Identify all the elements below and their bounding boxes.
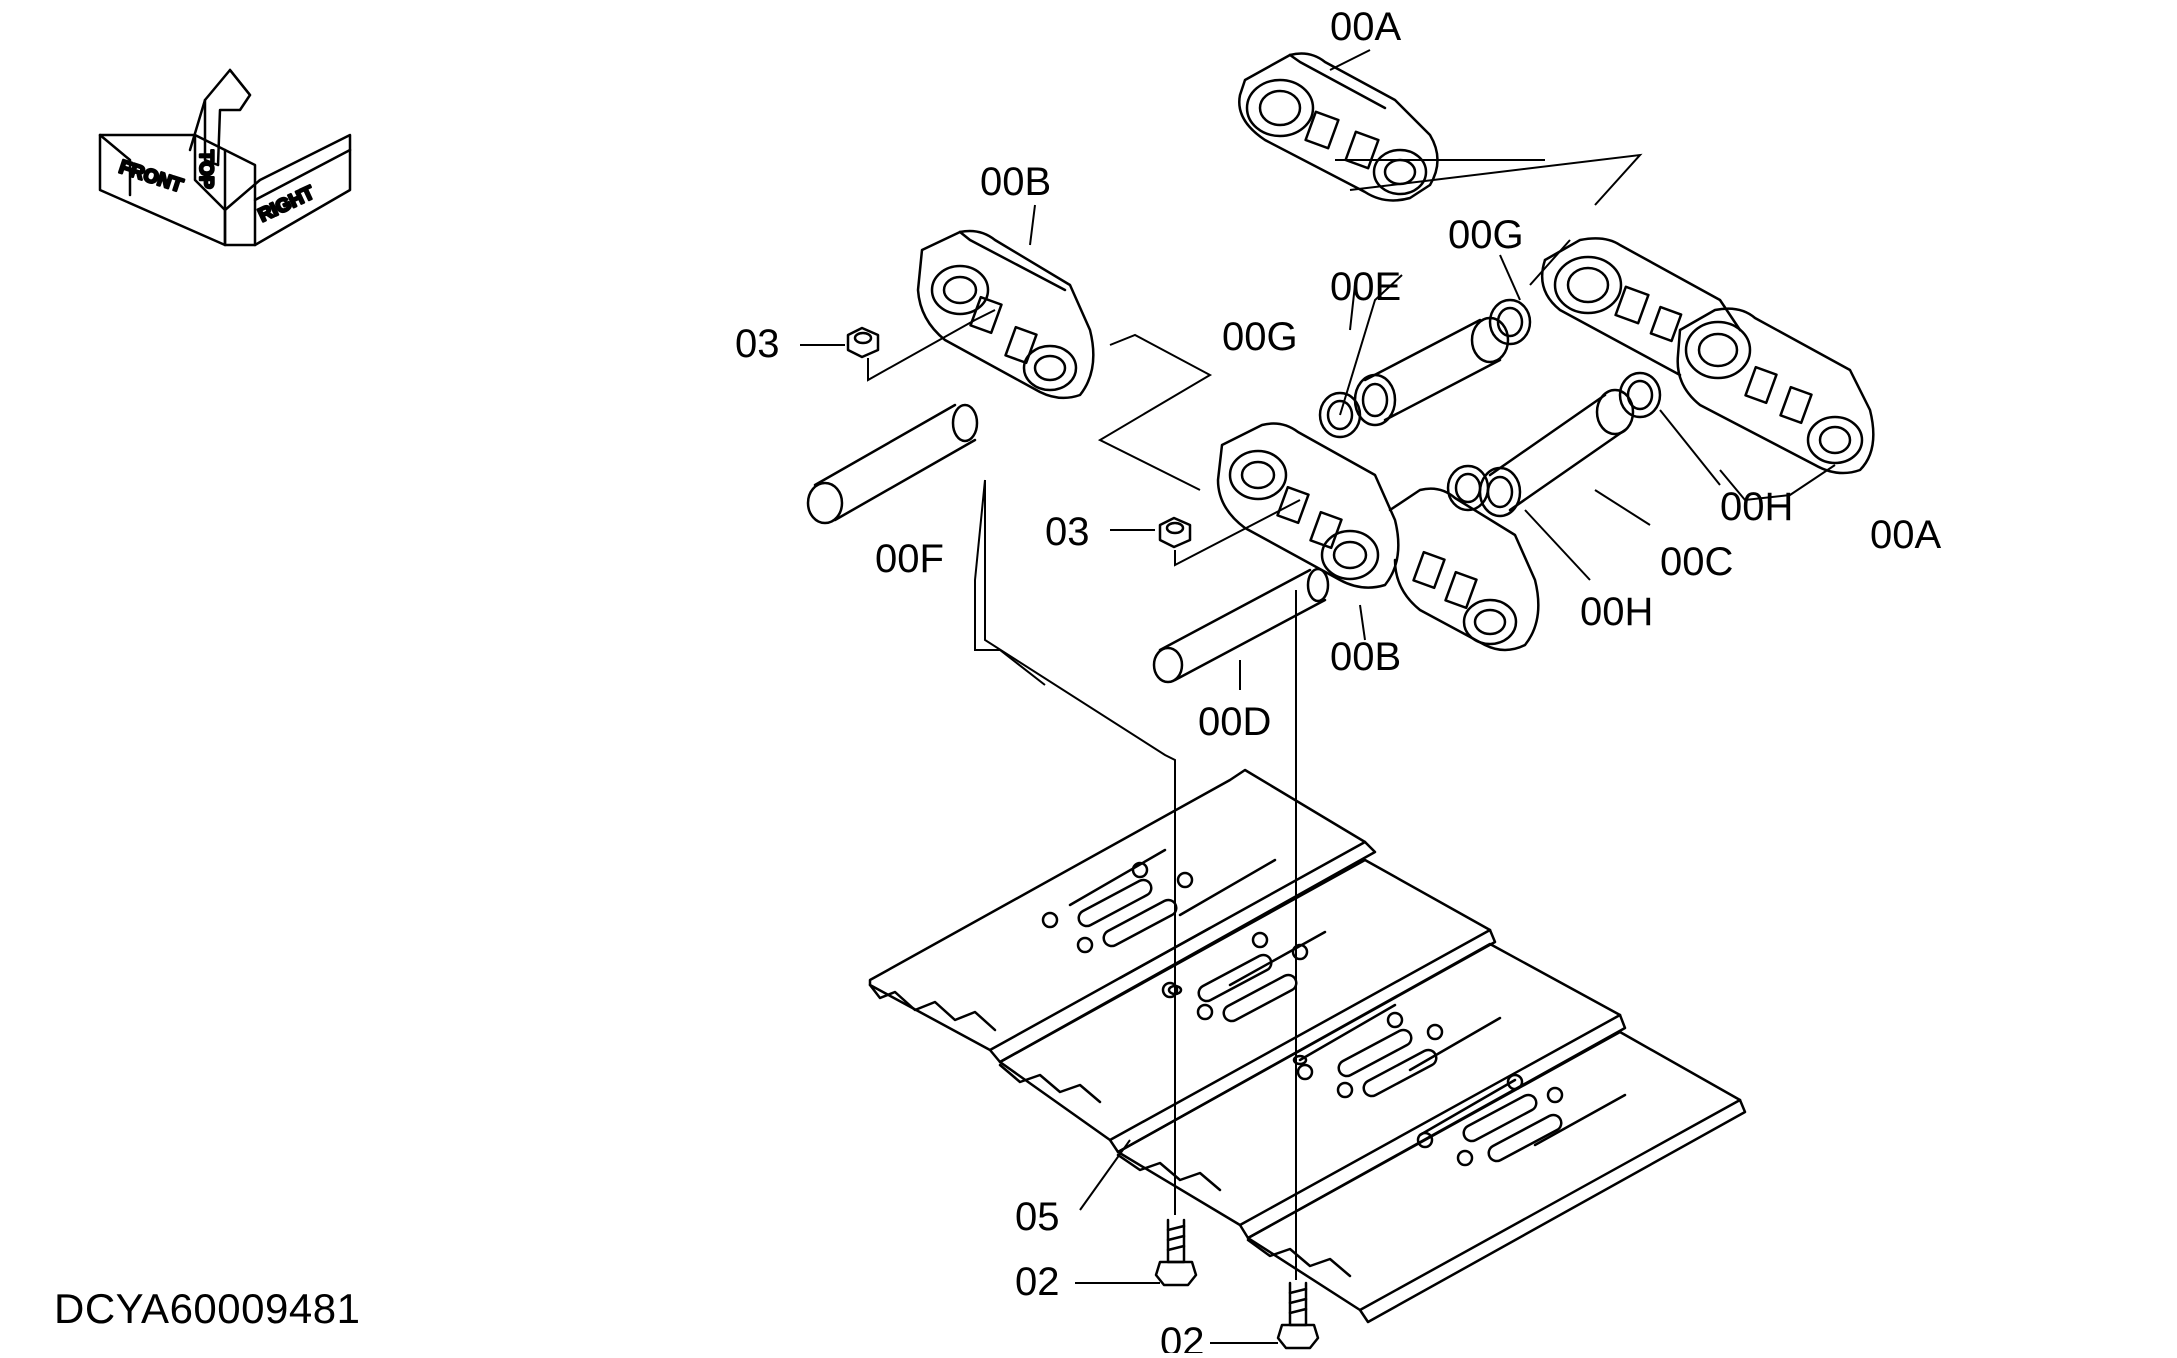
pin-00f <box>806 403 979 525</box>
callout-05: 05 <box>1015 1195 1060 1239</box>
seal-00h-lower <box>1446 464 1490 512</box>
track-shoe-05 <box>868 768 1747 1324</box>
nut-03-upper <box>846 326 880 359</box>
track-link-00b-top <box>916 229 1095 400</box>
callout-00c: 00C <box>1660 540 1733 584</box>
callout-00h-right: 00H <box>1720 485 1793 529</box>
seal-00h-right <box>1618 371 1662 419</box>
callout-00a-right: 00A <box>1870 513 1941 557</box>
callout-00b-top: 00B <box>980 160 1051 204</box>
callout-00g-right: 00G <box>1448 213 1524 257</box>
callout-02-right: 02 <box>1160 1320 1205 1353</box>
callout-00a-top: 00A <box>1330 5 1401 49</box>
callout-00h-lower: 00H <box>1580 590 1653 634</box>
callout-labels: 00A 00B 00G 00E 00G 03 00H 00A 03 00F 00… <box>735 5 1941 1358</box>
callout-03-lower: 03 <box>1045 510 1090 554</box>
track-link-00a-right <box>1540 237 1875 475</box>
callout-00d: 00D <box>1198 700 1271 744</box>
nut-03-lower <box>1158 516 1192 549</box>
track-link-00a-top <box>1238 52 1439 202</box>
callout-00f: 00F <box>875 537 944 581</box>
callout-00b-middle: 00B <box>1330 635 1401 679</box>
leader-lines <box>800 49 1836 1344</box>
callout-00g-left: 00G <box>1222 315 1298 359</box>
track-link-00b-middle <box>1216 422 1540 652</box>
orientation-compass-icon: FRONT TOP RIGHT <box>98 68 352 247</box>
seal-00g-left <box>1318 391 1362 439</box>
bolt-02-left <box>1154 1218 1198 1287</box>
callout-02-left: 02 <box>1015 1260 1060 1304</box>
callout-03-upper: 03 <box>735 322 780 366</box>
right-label: RIGHT <box>255 182 318 226</box>
front-label: FRONT <box>116 157 185 197</box>
bushing-00c <box>1478 388 1635 518</box>
bushing-00e <box>1353 316 1510 427</box>
seal-00g-right <box>1488 298 1532 346</box>
callout-00e: 00E <box>1330 265 1401 309</box>
bolt-02-right <box>1276 1281 1320 1350</box>
drawing-id: DCYA60009481 <box>54 1285 361 1332</box>
top-label: TOP <box>195 150 216 189</box>
pin-00d <box>1152 567 1330 684</box>
